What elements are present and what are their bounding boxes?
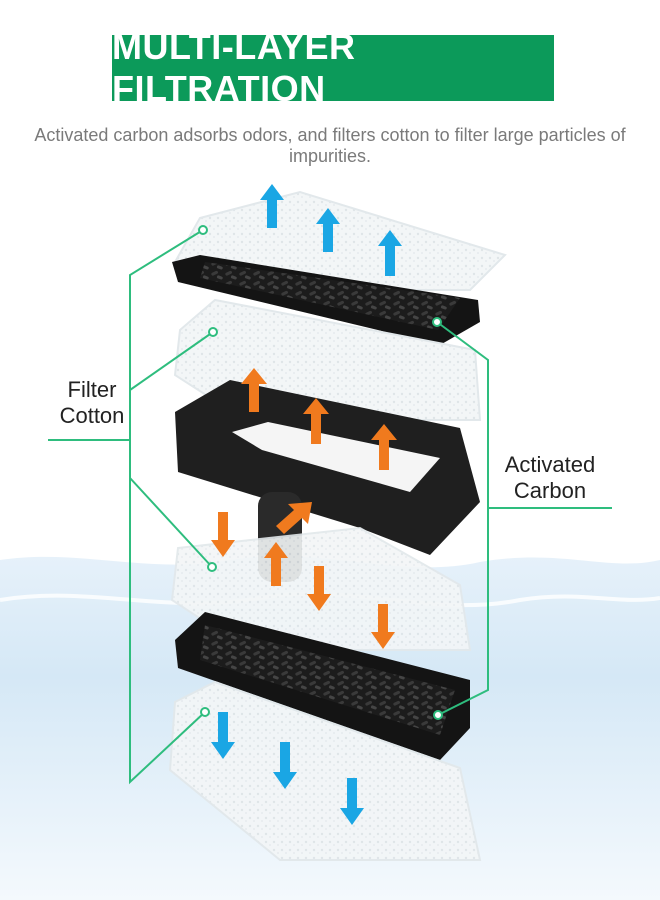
activated-carbon-label-line1: Activated [500,452,600,478]
filter-cotton-label-line1: Filter [52,377,132,403]
activated-carbon-label-line2: Carbon [500,478,600,504]
filter-cotton-label-line2: Cotton [52,403,132,429]
filter-cotton-label: Filter Cotton [52,377,132,429]
activated-carbon-label: Activated Carbon [500,452,600,504]
